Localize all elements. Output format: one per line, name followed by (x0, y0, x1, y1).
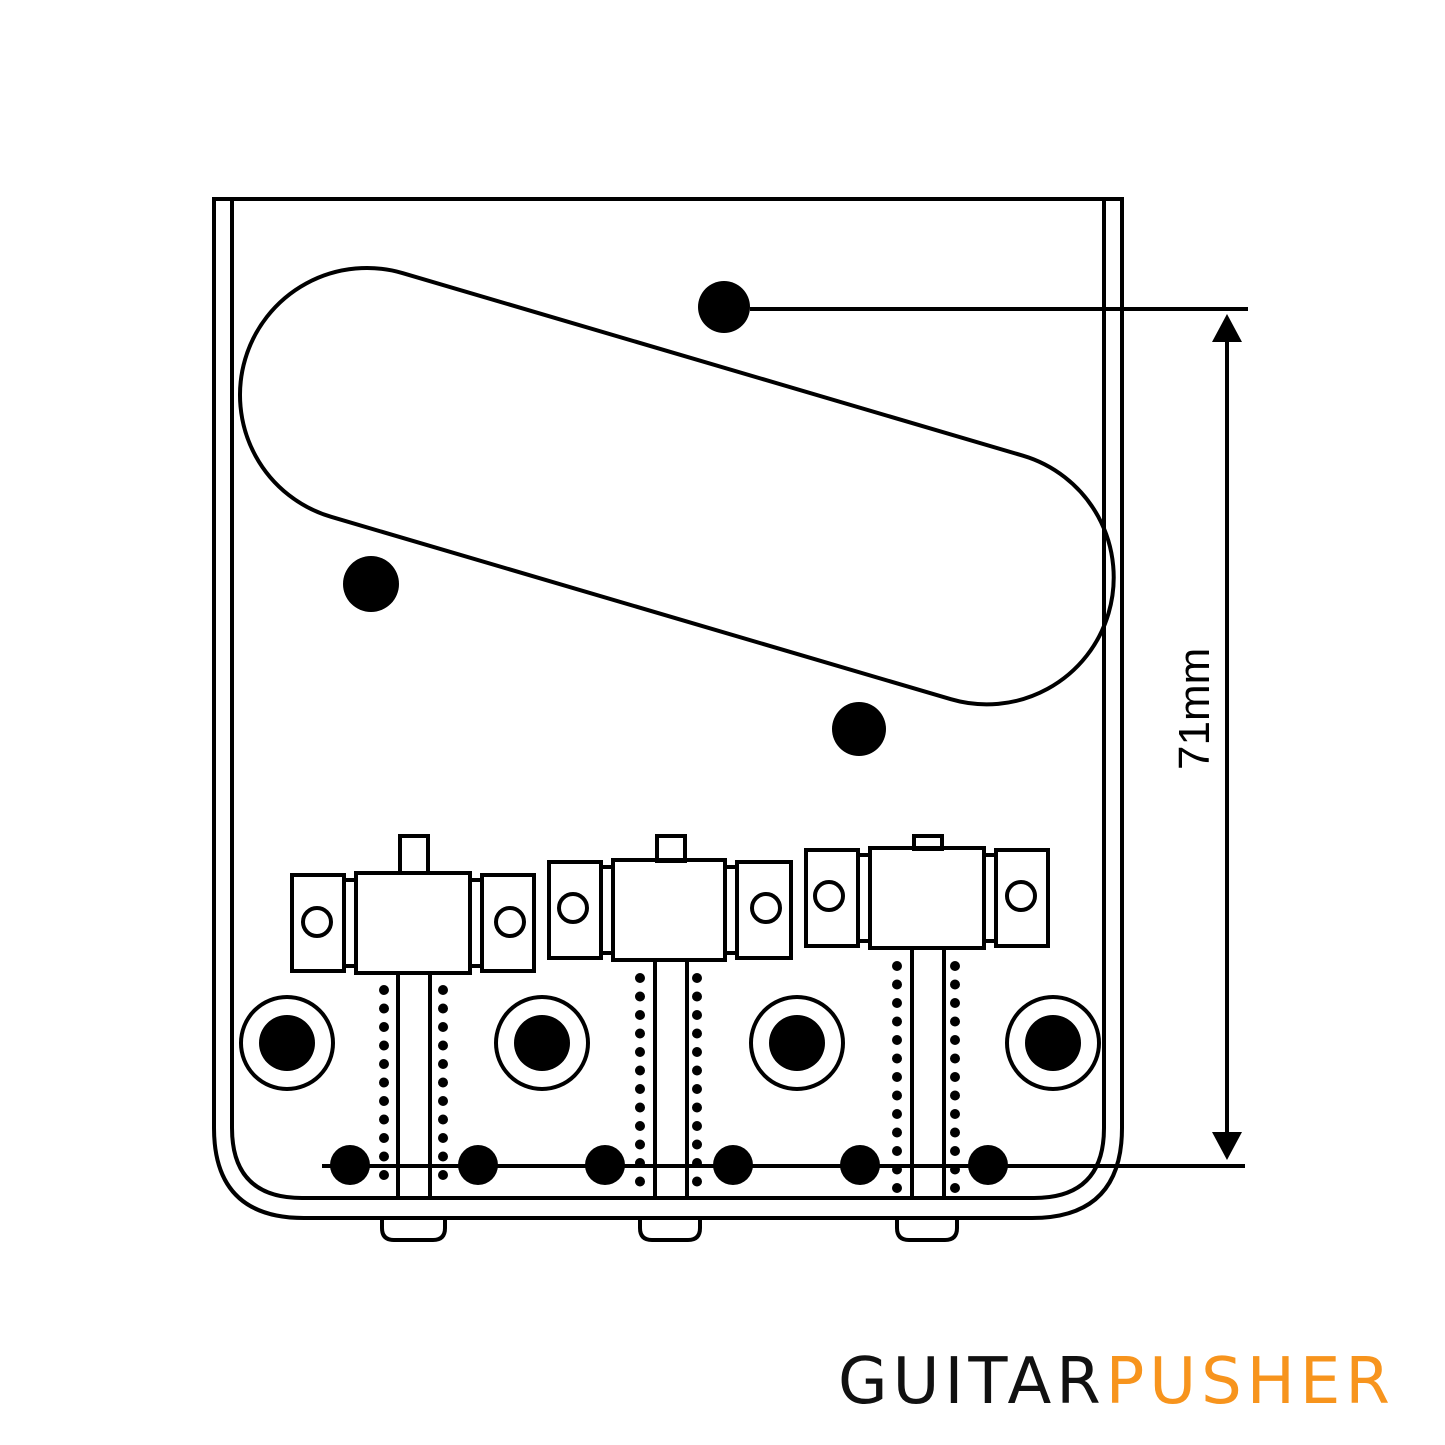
spring-dot (438, 1059, 448, 1069)
string-holes (330, 1145, 1008, 1185)
spring-dot (950, 1016, 960, 1027)
spring-dot (950, 998, 960, 1008)
spring-dot (692, 973, 702, 983)
spring-dot (892, 1146, 902, 1156)
spring-dot (635, 1102, 645, 1113)
logo-part-2: PUSHER (1105, 1345, 1395, 1419)
spring-dot (692, 1028, 702, 1039)
spring-dot (438, 1151, 448, 1162)
spring-dot (892, 1016, 902, 1027)
spring-dot (692, 1121, 702, 1131)
spring-dot (950, 1090, 960, 1101)
spring-dot (892, 1053, 902, 1064)
spring-dot (635, 1028, 645, 1039)
spring-dot (379, 1059, 389, 1069)
bottom-tabs (380, 1218, 959, 1242)
spring-dot (379, 985, 389, 995)
spring-dot (892, 1035, 902, 1045)
intonation-springs (379, 961, 960, 1193)
pickup-slot (238, 266, 1116, 707)
spring-dot (379, 1096, 389, 1106)
spring-dot (635, 1139, 645, 1150)
spring-dot (950, 1127, 960, 1138)
spring-dot (438, 1077, 448, 1088)
spring-dot (379, 1133, 389, 1143)
spring-dot (635, 1047, 645, 1057)
bridge-plate-outline (212, 197, 1124, 1220)
spring-dot (438, 1096, 448, 1106)
pickup-screw-hole (832, 702, 886, 756)
bridge-plate-inner-edge (230, 199, 1106, 1200)
spring-dot (892, 1072, 902, 1082)
spring-dot (950, 1146, 960, 1156)
spring-dot (438, 1040, 448, 1051)
saddle-2 (547, 834, 793, 962)
spring-dot (635, 973, 645, 983)
intonation-rods (396, 948, 946, 1198)
spring-dot (892, 998, 902, 1008)
logo-part-1: GUITAR (838, 1345, 1106, 1419)
spring-dot (379, 1022, 389, 1032)
spring-dot (379, 1003, 389, 1014)
spring-dot (892, 1090, 902, 1101)
spring-dot (379, 1114, 389, 1125)
spring-dot (950, 979, 960, 990)
spring-dot (950, 1053, 960, 1064)
spring-dot (692, 1084, 702, 1094)
dimension-71mm (750, 307, 1248, 1160)
spring-dot (892, 1127, 902, 1138)
spring-dot (635, 1121, 645, 1131)
pickup-screw-hole (343, 556, 399, 612)
spring-dot (950, 1072, 960, 1082)
spring-dot (438, 1170, 448, 1180)
spring-dot (692, 1010, 702, 1020)
spring-dot (635, 1010, 645, 1020)
spring-dot (892, 1109, 902, 1119)
dimension-label: 71mm (1170, 647, 1219, 770)
spring-dot (692, 1102, 702, 1113)
spring-dot (692, 1047, 702, 1057)
spring-dot (692, 1176, 702, 1187)
spring-dot (379, 1077, 389, 1088)
spring-dot (635, 1065, 645, 1076)
spring-dot (379, 1151, 389, 1162)
spring-dot (950, 1035, 960, 1045)
pickup-screw-hole (698, 281, 750, 333)
guitarpusher-logo: GUITARPUSHER (838, 1350, 1395, 1414)
spring-dot (635, 1176, 645, 1187)
spring-dot (892, 1183, 902, 1193)
spring-dot (950, 961, 960, 971)
spring-dot (692, 991, 702, 1002)
spring-dot (438, 1114, 448, 1125)
spring-dot (635, 1084, 645, 1094)
spring-dot (379, 1040, 389, 1051)
spring-dot (950, 1183, 960, 1193)
spring-dot (892, 961, 902, 971)
spring-dot (635, 991, 645, 1002)
spring-dot (692, 1065, 702, 1076)
spring-dot (438, 1022, 448, 1032)
spring-dot (438, 985, 448, 995)
spring-dot (692, 1139, 702, 1150)
spring-dot (438, 1133, 448, 1143)
saddle-1 (290, 834, 536, 975)
spring-dot (950, 1109, 960, 1119)
spring-dot (438, 1003, 448, 1014)
spring-dot (892, 979, 902, 990)
mounting-holes (239, 995, 1101, 1091)
saddle-3 (804, 834, 1050, 950)
spring-dot (379, 1170, 389, 1180)
